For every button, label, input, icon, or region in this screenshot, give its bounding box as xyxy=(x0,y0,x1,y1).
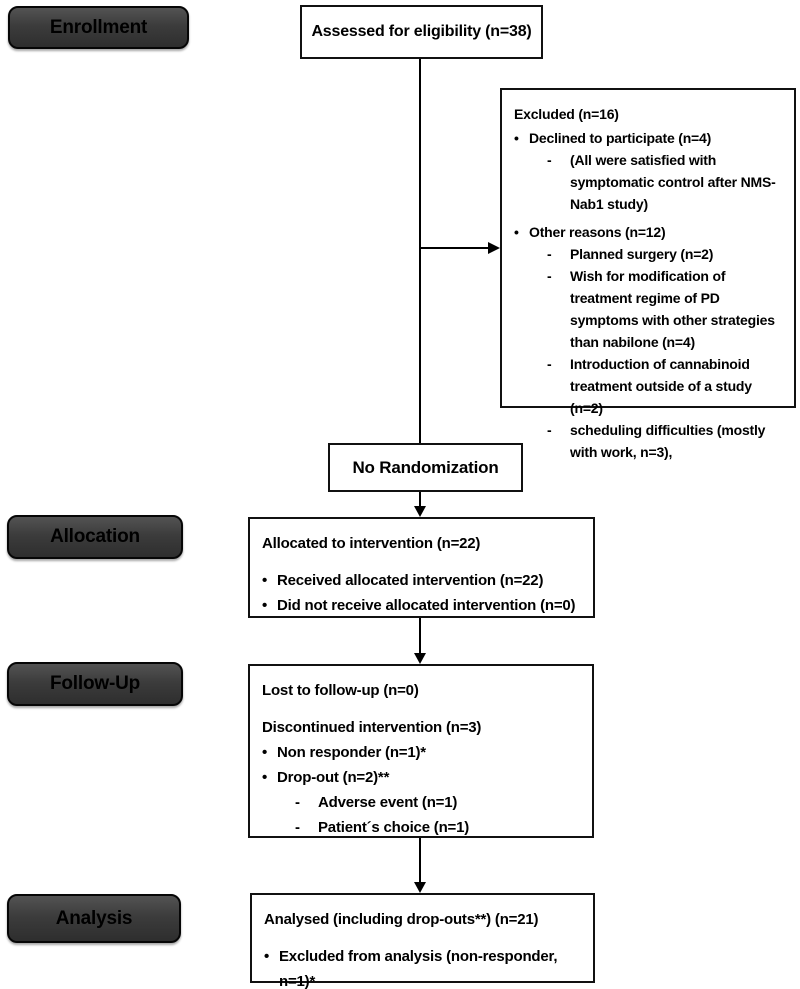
allocated-title: Allocated to intervention (n=22) xyxy=(262,535,481,552)
arrowhead-down-icon xyxy=(414,882,426,893)
no-randomization-box: No Randomization xyxy=(328,443,523,492)
follow-up-box: Lost to follow-up (n=0) Discontinued int… xyxy=(248,664,594,840)
followup-adverse-event: Adverse event (n=1) xyxy=(262,790,582,815)
arrowhead-right-icon xyxy=(488,242,500,254)
stage-badge-allocation: Allocation xyxy=(7,515,183,559)
followup-non-responder: Non responder (n=1)* xyxy=(262,740,582,765)
arrowhead-down-icon xyxy=(414,653,426,664)
excluded-item-satisfied-note: (All were satisfied with symptomatic con… xyxy=(514,149,786,215)
allocated-not-received: Did not receive allocated intervention (… xyxy=(262,593,583,618)
stage-label-allocation: Allocation xyxy=(50,526,140,547)
analysis-box: Analysed (including drop-outs**) (n=21) … xyxy=(250,893,595,989)
allocated-received: Received allocated intervention (n=22) xyxy=(262,568,583,593)
assessed-eligibility-box: Assessed for eligibility (n=38) xyxy=(300,5,543,59)
connector-assessed-to-norandomization xyxy=(419,59,421,443)
assessed-eligibility-text: Assessed for eligibility (n=38) xyxy=(311,23,532,40)
excluded-item-declined: Declined to participate (n=4) xyxy=(514,127,786,149)
arrowhead-down-icon xyxy=(414,506,426,517)
excluded-item-cannabinoid-outside: Introduction of cannabinoid treatment ou… xyxy=(514,353,786,419)
stage-label-follow-up: Follow-Up xyxy=(49,673,140,694)
stage-badge-enrollment: Enrollment xyxy=(8,6,189,49)
excluded-item-wish-modification: Wish for modification of treatment regim… xyxy=(514,265,786,353)
followup-lost: Lost to follow-up (n=0) xyxy=(262,682,419,699)
stage-badge-follow-up: Follow-Up xyxy=(7,662,183,706)
connector-followup-to-analysis xyxy=(419,838,421,882)
excluded-item-scheduling: scheduling difficulties (mostly with wor… xyxy=(514,419,786,463)
no-randomization-text: No Randomization xyxy=(352,457,499,477)
analysis-title: Analysed (including drop-outs**) (n=21) xyxy=(264,911,539,928)
stage-label-analysis: Analysis xyxy=(55,907,133,929)
followup-dropout: Drop-out (n=2)** xyxy=(262,765,582,790)
allocated-box: Allocated to intervention (n=22) Receive… xyxy=(248,517,595,618)
connector-norandomization-to-allocated xyxy=(419,492,421,506)
connector-allocated-to-followup xyxy=(419,618,421,653)
excluded-box: Excluded (n=16) Declined to participate … xyxy=(500,88,796,460)
connector-branch-to-excluded xyxy=(420,247,488,249)
analysis-excluded: Excluded from analysis (non-responder, n… xyxy=(264,944,583,989)
excluded-title: Excluded (n=16) xyxy=(514,106,619,122)
stage-label-enrollment: Enrollment xyxy=(49,16,148,38)
excluded-item-planned-surgery: Planned surgery (n=2) xyxy=(514,243,786,265)
excluded-item-other-reasons: Other reasons (n=12) xyxy=(514,221,786,243)
stage-badge-analysis: Analysis xyxy=(7,894,181,943)
followup-patient-choice: Patient´s choice (n=1) xyxy=(262,815,582,840)
followup-discontinued: Discontinued intervention (n=3) xyxy=(262,719,482,736)
